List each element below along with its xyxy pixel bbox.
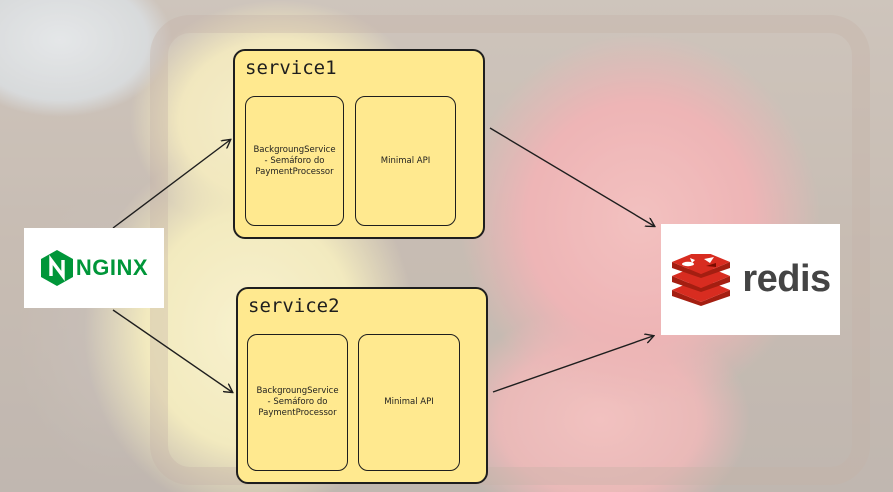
- redis-stack-icon: [672, 253, 731, 306]
- nginx-node[interactable]: NGINX: [24, 228, 164, 308]
- service2-minimal-api[interactable]: Minimal API: [358, 334, 460, 471]
- arrow-service1-to-redis: [489, 127, 654, 226]
- background-tray: [150, 15, 870, 485]
- service1-minimal-api-label: Minimal API: [380, 155, 431, 166]
- nginx-label: NGINX: [75, 255, 149, 280]
- service1-background-service-label: BackgroungService - Semáforo do PaymentP…: [253, 144, 336, 177]
- redis-node[interactable]: redis: [661, 224, 840, 335]
- arrow-service2-to-redis: [492, 336, 653, 393]
- redis-label: redis: [742, 258, 831, 300]
- nginx-hexagon-icon: [40, 250, 73, 286]
- service2-background-service[interactable]: BackgroungService - Semáforo do PaymentP…: [247, 334, 348, 471]
- service1-background-service[interactable]: BackgroungService - Semáforo do PaymentP…: [245, 96, 344, 226]
- service1-box[interactable]: service1 BackgroungService - Semáforo do…: [233, 49, 485, 239]
- service1-minimal-api[interactable]: Minimal API: [355, 96, 456, 226]
- service1-title: service1: [245, 57, 337, 79]
- service2-box[interactable]: service2 BackgroungService - Semáforo do…: [236, 287, 488, 484]
- service2-title: service2: [248, 295, 340, 317]
- service2-background-service-label: BackgroungService - Semáforo do PaymentP…: [256, 386, 339, 418]
- arrow-nginx-to-service1: [112, 140, 230, 229]
- service2-minimal-api-label: Minimal API: [384, 397, 434, 407]
- nginx-logo: NGINX: [40, 249, 148, 287]
- arrow-nginx-to-service2: [112, 309, 232, 392]
